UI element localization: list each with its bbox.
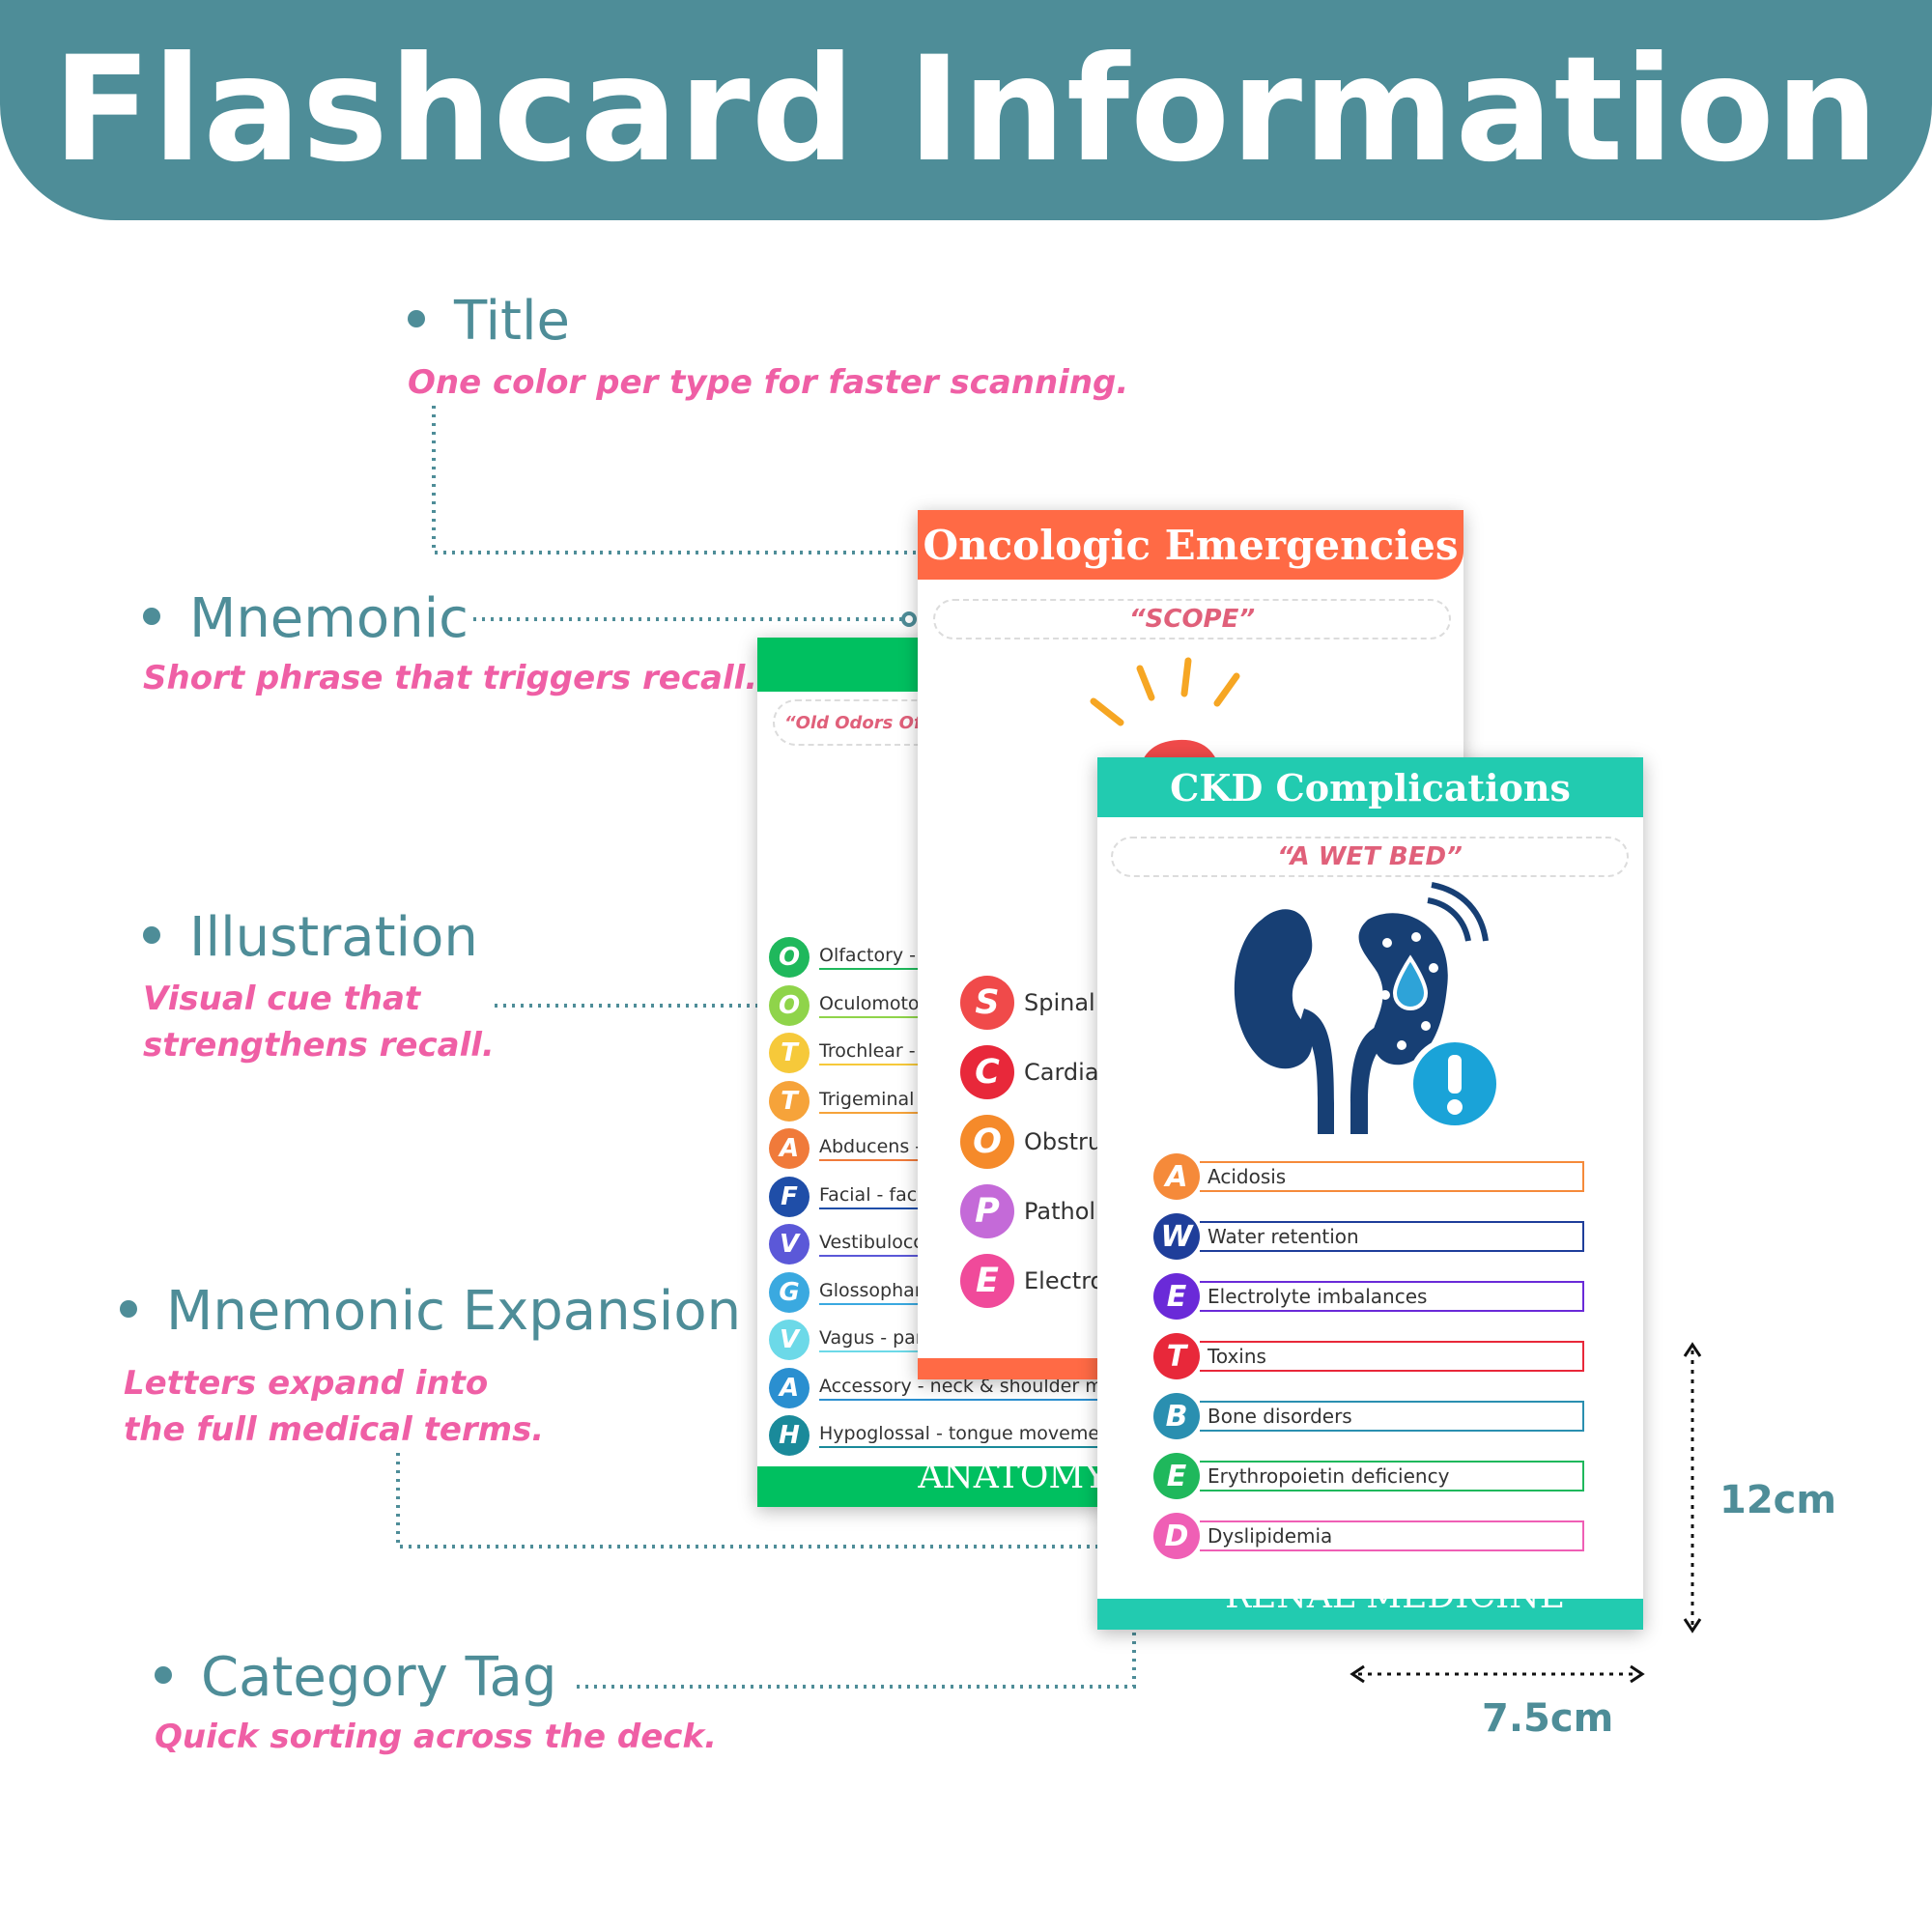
ckd-card-footer [1097, 1599, 1643, 1630]
expansion-row: E Electro [960, 1254, 1159, 1308]
expansion-term: Spinal [1024, 989, 1095, 1016]
annotation-title-desc: One color per type for faster scanning. [408, 363, 1129, 402]
letter-badge: O [960, 1115, 1014, 1169]
expansion-term: Electro [1024, 1267, 1105, 1294]
letter-badge: A [1153, 1153, 1200, 1200]
expansion-term: Cardia [1024, 1059, 1099, 1086]
annotation-mnemonic-desc: Short phrase that triggers recall. [143, 659, 758, 697]
bullet-icon [143, 925, 160, 944]
bullet-icon [155, 1665, 172, 1684]
expansion-term: Bone disorders [1200, 1401, 1584, 1432]
letter-badge: E [1153, 1453, 1200, 1499]
annotation-mnemonic-label: Mnemonic [143, 587, 469, 650]
expansion-term: Electrolyte imbalances [1200, 1281, 1584, 1312]
letter-badge: O [769, 984, 810, 1026]
letter-badge: B [1153, 1393, 1200, 1439]
letter-badge: P [960, 1184, 1014, 1238]
expansion-term: Obstru [1024, 1128, 1103, 1155]
oncology-card-footer [918, 1358, 1111, 1379]
bullet-icon [120, 1299, 137, 1318]
expansion-term: Acidosis [1200, 1161, 1584, 1192]
ckd-card-title: CKD Complications [1097, 757, 1643, 817]
oncology-card-title: Oncologic Emergencies [918, 510, 1463, 580]
annotation-expansion-label: Mnemonic Expansion [120, 1280, 741, 1343]
letter-badge: T [769, 1033, 810, 1073]
letter-badge: T [1153, 1333, 1200, 1379]
letter-badge: A [769, 1128, 810, 1169]
bullet-icon [408, 309, 425, 327]
letter-badge: V [769, 1224, 810, 1264]
oncology-card-mnemonic: “SCOPE” [933, 599, 1451, 639]
letter-badge: S [960, 976, 1014, 1030]
anatomy-card-tag: ANATOMY [918, 1457, 1105, 1496]
annotation-illustration-desc-1: Visual cue that [143, 980, 421, 1018]
width-dimension: 7.5cm [1482, 1696, 1614, 1741]
expansion-term: Hypoglossal - tongue movement [819, 1423, 1099, 1448]
annotation-illustration-label: Illustration [143, 906, 478, 969]
expansion-row: P Pathol [960, 1184, 1159, 1238]
height-dimension: 12cm [1719, 1478, 1837, 1522]
letter-badge: H [769, 1415, 810, 1456]
page-title: Flashcard Information [52, 26, 1880, 194]
annotation-expansion-desc-2: the full medical terms. [124, 1410, 545, 1449]
expansion-row: O Obstru [960, 1115, 1159, 1169]
letter-badge: G [769, 1271, 810, 1313]
ckd-card-tag: RENAL MEDICINE [1225, 1577, 1566, 1616]
annotation-title-label: Title [408, 290, 570, 353]
annotation-category-label: Category Tag [155, 1646, 556, 1709]
annotation-category-desc: Quick sorting across the deck. [155, 1718, 717, 1756]
expansion-row: H Hypoglossal - tongue movement [769, 1415, 1099, 1456]
bullet-icon [143, 607, 160, 625]
expansion-term: Accessory - neck & shoulder mov [819, 1376, 1099, 1401]
expansion-term: Water retention [1200, 1221, 1584, 1252]
expansion-row: C Cardia [960, 1045, 1159, 1099]
anatomy-card-footer [757, 1466, 1105, 1507]
expansion-term: Pathol [1024, 1198, 1096, 1225]
letter-badge: T [769, 1080, 810, 1122]
expansion-row: S Spinal [960, 976, 1159, 1030]
letter-badge: D [1153, 1513, 1200, 1559]
kidney-illustration-icon [1234, 882, 1502, 1134]
letter-badge: F [769, 1176, 810, 1217]
header-banner [0, 0, 1932, 220]
expansion-term: Dyslipidemia [1200, 1520, 1584, 1551]
letter-badge: V [769, 1320, 810, 1360]
letter-badge: E [960, 1254, 1014, 1308]
annotation-expansion-desc-1: Letters expand into [124, 1364, 489, 1403]
ckd-card-mnemonic: “A WET BED” [1111, 837, 1629, 877]
expansion-term: Toxins [1200, 1341, 1584, 1372]
letter-badge: C [960, 1045, 1014, 1099]
letter-badge: E [1153, 1273, 1200, 1320]
expansion-term: Erythropoietin deficiency [1200, 1461, 1584, 1492]
letter-badge: A [769, 1367, 810, 1408]
title-connector [432, 406, 923, 554]
letter-badge: W [1153, 1213, 1200, 1260]
annotation-illustration-desc-2: strengthens recall. [143, 1026, 495, 1065]
expansion-row: A Accessory - neck & shoulder mov [769, 1367, 1099, 1408]
letter-badge: O [769, 937, 810, 978]
mnemonic-connector-end [901, 611, 917, 627]
